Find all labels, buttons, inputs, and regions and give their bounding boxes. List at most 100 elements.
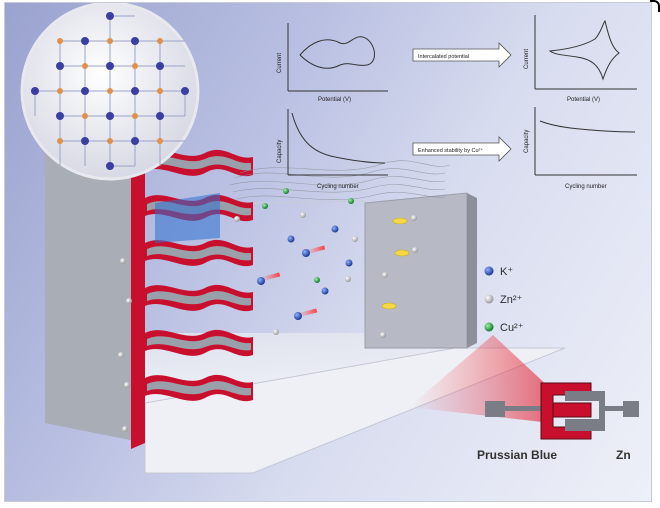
zn-ion [122, 426, 128, 432]
terminal-right [623, 401, 639, 417]
figure-canvas: Current Potential (V) Capacity Cycling n… [4, 2, 652, 502]
plot2-xlabel: Cycling number [317, 184, 359, 190]
cv-curve [548, 20, 620, 81]
k-ion [331, 225, 339, 233]
plot4-xlabel: Cycling number [565, 184, 607, 190]
lattice-node-fe [132, 63, 138, 69]
lattice-node-k [81, 37, 89, 45]
lattice-zoom-sphere [20, 3, 200, 181]
arrow-top-label: Intercalated potential [418, 54, 469, 60]
lattice-node-k [81, 87, 89, 95]
lattice-node-k [31, 87, 39, 95]
hollow-arrow [412, 136, 512, 162]
lamella-4 [145, 284, 253, 312]
lattice-node-fe [132, 113, 138, 119]
lattice-node-k [81, 137, 89, 145]
plot4-ylabel: Capacity [524, 130, 530, 153]
legend-k-swatch [484, 266, 494, 276]
anode-bottom [565, 419, 605, 431]
plot2-ylabel: Capacity [277, 140, 283, 163]
cu-ion [262, 203, 268, 209]
cu-ion [314, 277, 320, 283]
lattice-node-k [106, 162, 114, 170]
cathode-inner [552, 402, 592, 418]
schematic-svg: Current Potential (V) Capacity Cycling n… [20, 3, 639, 474]
lamella-1 [145, 149, 253, 177]
wire-left [505, 406, 541, 411]
zn-ion [118, 352, 124, 358]
plot-cv-sharp: Current Potential (V) [524, 15, 637, 103]
zn-ion [382, 272, 388, 278]
layered-structure [145, 149, 253, 402]
zn-ion [126, 298, 132, 304]
anode-top [565, 391, 605, 401]
cell-top-edge [252, 200, 366, 204]
lattice-node-fe [82, 113, 88, 119]
zn-ion [234, 216, 240, 222]
lattice-node-k [56, 62, 64, 70]
anode-body [599, 397, 605, 423]
zn-ion [345, 276, 351, 282]
k-ion [321, 287, 329, 295]
ion-legend: K⁺ Zn²⁺ Cu²⁺ [484, 266, 524, 334]
arrow-intercalated: Intercalated potential [412, 42, 512, 68]
zn-ion [120, 258, 126, 264]
arrow-stability: Enhanced stability by Cu²⁺ [412, 136, 512, 162]
lattice-node-fe [107, 138, 113, 144]
fiber-network [229, 160, 451, 200]
lattice-grid [31, 12, 189, 170]
zn-electrode-edge [467, 193, 477, 348]
lattice-node-k [131, 87, 139, 95]
zn-ion [273, 329, 279, 335]
legend-k-label: K⁺ [500, 266, 513, 278]
lattice-node-fe [157, 138, 163, 144]
corner-bracket-icon [650, 0, 660, 12]
legend-zn-swatch [484, 294, 494, 304]
zn-ion [352, 236, 358, 242]
lattice-node-k [106, 112, 114, 120]
k-ion [287, 235, 295, 243]
lattice-node-k [181, 87, 189, 95]
cu-ion [348, 198, 354, 204]
lattice-node-fe [57, 138, 63, 144]
lamella-3 [145, 239, 253, 267]
highlight-region [155, 193, 220, 243]
legend-zn-label: Zn²⁺ [500, 294, 523, 306]
ions [118, 188, 418, 432]
plot3-ylabel: Current [524, 49, 530, 69]
lattice-node-k [131, 137, 139, 145]
lattice-node-k [156, 112, 164, 120]
k-ion [302, 249, 310, 257]
battery-schematic: Prussian Blue Zn [477, 382, 639, 462]
zn-ion [411, 215, 417, 221]
plot-capacity-stable: Capacity Cycling number [524, 107, 637, 190]
k-ion [257, 277, 265, 285]
zoom-beam [409, 335, 551, 423]
lattice-node-fe [107, 38, 113, 44]
lattice-node-fe [82, 63, 88, 69]
k-ion [294, 312, 302, 320]
lattice-node-fe [157, 38, 163, 44]
zn-ion [300, 212, 306, 218]
plot3-xlabel: Potential (V) [567, 97, 600, 103]
legend-cu-label: Cu²⁺ [500, 322, 524, 334]
lattice-node-k [106, 12, 114, 20]
zn-ion [412, 247, 418, 253]
cv-curve [299, 36, 375, 69]
terminal-left [485, 401, 505, 417]
lattice-node-fe [57, 38, 63, 44]
plot1-ylabel: Current [277, 53, 283, 73]
arrow-bottom-label: Enhanced stability by Cu²⁺ [418, 147, 483, 154]
zn-deposits [381, 217, 410, 310]
lamella-6 [145, 374, 253, 402]
zn-ion [380, 332, 386, 338]
lattice-node-k [131, 37, 139, 45]
lattice-node-fe [157, 88, 163, 94]
plot-cv-broad: Current Potential (V) [277, 23, 388, 103]
plot-capacity-fade: Capacity Cycling number [277, 109, 388, 190]
lattice-node-k [56, 112, 64, 120]
battery-anode-label: Zn [616, 448, 631, 462]
lattice-node-k [156, 62, 164, 70]
k-ion [345, 259, 353, 267]
capacity-curve [539, 120, 636, 133]
